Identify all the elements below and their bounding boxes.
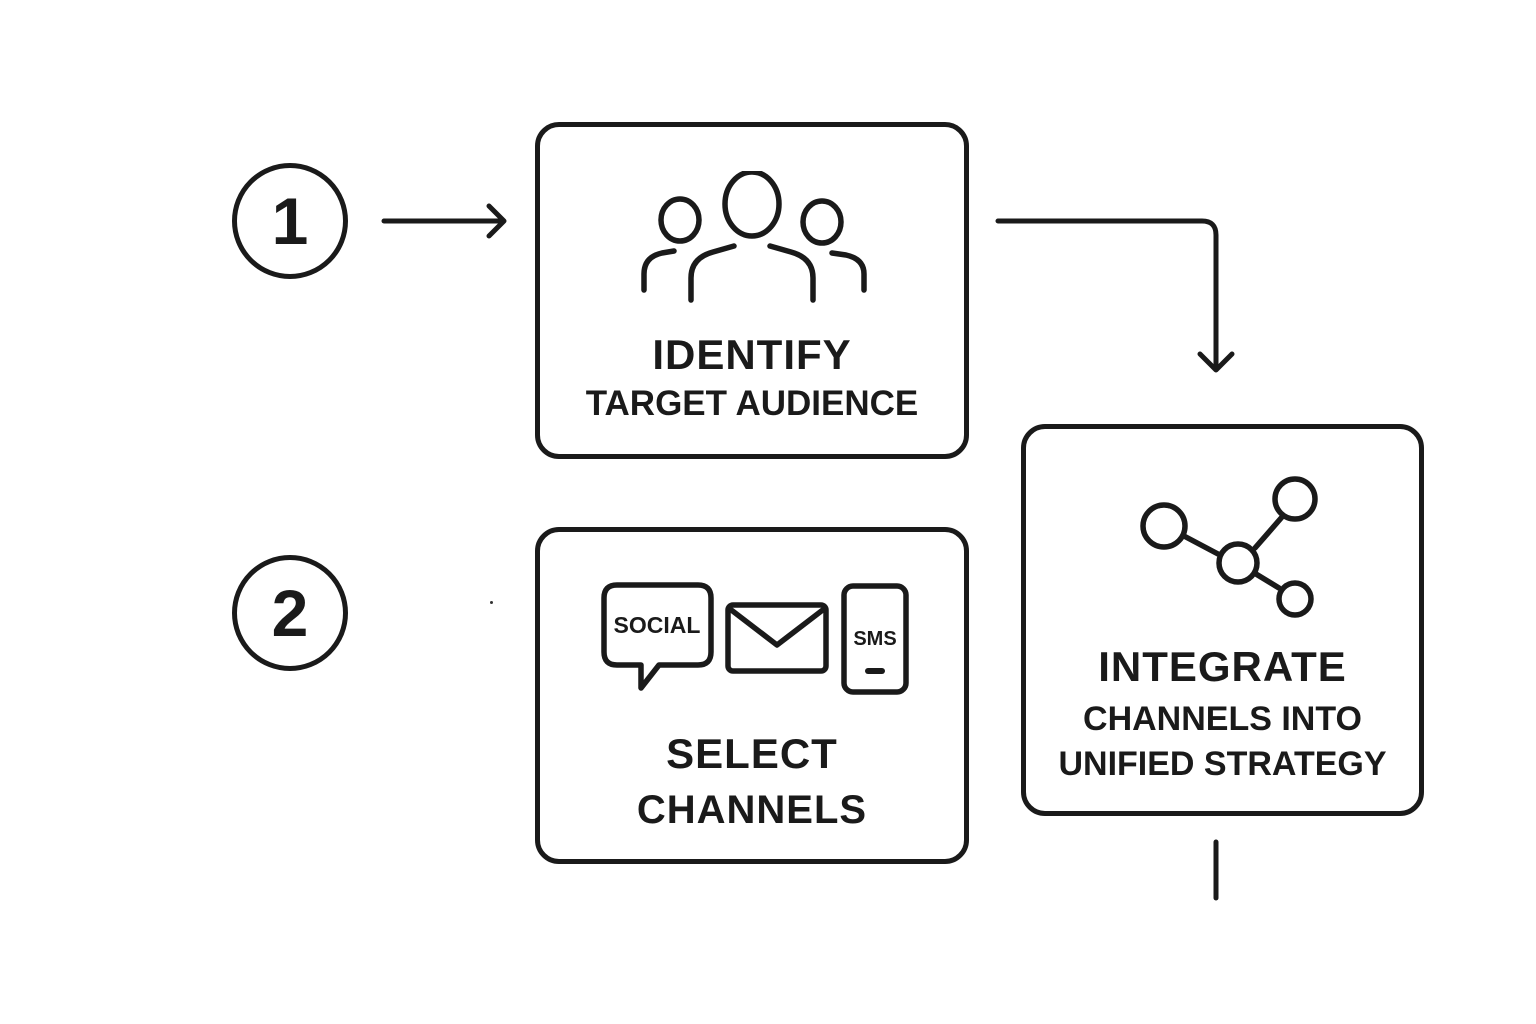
step-2-badge: 2 (232, 555, 348, 671)
identify-audience-card: IDENTIFY TARGET AUDIENCE (535, 122, 969, 459)
social-label: SOCIAL (613, 612, 701, 638)
select-title: SELECT (666, 730, 838, 777)
integrate-subtitle-line2: UNIFIED STRATEGY (1058, 745, 1387, 783)
step-2-number: 2 (271, 576, 309, 650)
integrate-title: INTEGRATE (1098, 643, 1347, 690)
arrow-step1-to-identify (381, 203, 507, 239)
integrate-subtitle-line1: CHANNELS INTO (1083, 700, 1362, 738)
stray-dot (490, 601, 493, 604)
step-1-number: 1 (271, 184, 309, 258)
select-subtitle: CHANNELS (636, 788, 868, 832)
sms-phone-icon (841, 583, 909, 695)
email-envelope-icon (725, 602, 829, 674)
arrow-identify-to-integrate (995, 218, 1235, 373)
integrate-strategy-card: INTEGRATE CHANNELS INTO UNIFIED STRATEGY (1021, 424, 1424, 816)
select-channels-card: SOCIAL SMS SELECT CHANNELS (535, 527, 969, 864)
social-chat-bubble-icon (601, 582, 714, 691)
network-nodes-icon (1140, 476, 1318, 618)
audience-group-icon (641, 171, 867, 303)
identify-title: IDENTIFY (652, 331, 852, 378)
identify-subtitle: TARGET AUDIENCE (585, 384, 919, 423)
step-1-badge: 1 (232, 163, 348, 279)
sms-label: SMS (853, 628, 897, 650)
